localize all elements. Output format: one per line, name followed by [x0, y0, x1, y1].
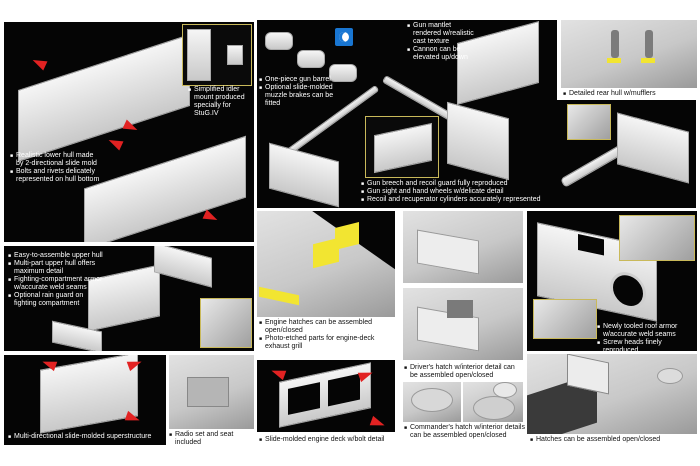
- red-direction-arrow-icon: [106, 135, 124, 151]
- commanders-hatch-caption: Commander's hatch w/interior details can…: [404, 424, 528, 440]
- superstructure-caption: Multi-directional slide-molded superstru…: [8, 433, 166, 441]
- gun-breech-features: Gun breech and recoil guard fully reprod…: [361, 180, 557, 204]
- lower-hull-features: Realistic lower hull made by 2-direction…: [10, 152, 102, 184]
- hull-bottom-model: [84, 135, 246, 242]
- red-direction-arrow-icon: [369, 415, 387, 431]
- gun-mantlet-features: Gun mantlet rendered w/realistic cast te…: [407, 22, 481, 62]
- radio-panel: [169, 355, 254, 429]
- commanders-hatch-open-panel: [463, 382, 523, 422]
- radio-caption: Radio set and seat included: [169, 431, 254, 447]
- muzzle-brake-model: [297, 50, 325, 68]
- upper-hull-panel: Easy-to-assemble upper hull Multi-part u…: [4, 246, 254, 351]
- slide-mold-logo-icon: [335, 28, 353, 46]
- drivers-hatch-closed-panel: [403, 211, 523, 283]
- drivers-hatch-open-panel: [403, 288, 523, 360]
- engine-deck-caption: Slide-molded engine deck w/bolt detail: [259, 436, 399, 444]
- roof-armor-panel: Newly tooled roof armor w/accurate weld …: [527, 211, 697, 351]
- engine-features: Engine hatches can be assembled open/clo…: [259, 319, 395, 351]
- red-direction-arrow-icon: [124, 410, 142, 426]
- hatches-panel: [527, 354, 697, 434]
- gun-detail-panel: [557, 100, 696, 208]
- red-direction-arrow-icon: [202, 209, 220, 225]
- upper-hull-frame-model: [154, 246, 212, 288]
- rear-hull-panel: [561, 20, 697, 88]
- gun-barrel-features: One-piece gun barrel Optional slide-mold…: [259, 76, 337, 108]
- muffler-model: [611, 30, 619, 58]
- drivers-hatch-caption: Driver's hatch w/interior detail can be …: [404, 364, 524, 380]
- roof-armor-features: Newly tooled roof armor w/accurate weld …: [597, 323, 697, 351]
- red-direction-arrow-icon: [30, 55, 48, 71]
- engine-deck-panel: [257, 360, 395, 432]
- muffler-model: [645, 30, 653, 58]
- rear-hull-caption: Detailed rear hull w/mufflers: [563, 90, 697, 98]
- gun-mount-model: [617, 112, 689, 184]
- gun-breech-inset: [365, 116, 439, 178]
- hatches-caption: Hatches can be assembled open/closed: [530, 436, 698, 444]
- commanders-hatch-closed-panel: [403, 382, 461, 422]
- engine-panel: [257, 211, 395, 317]
- gun-panel: One-piece gun barrel Optional slide-mold…: [257, 20, 557, 208]
- gun-base-model: [269, 142, 339, 208]
- gun-mount-model: [447, 101, 509, 181]
- cast-texture-inset: [567, 104, 611, 140]
- superstructure-panel: Multi-directional slide-molded superstru…: [4, 355, 166, 445]
- muzzle-brake-model: [265, 32, 293, 50]
- idler-mount-inset: [182, 24, 252, 86]
- lower-hull-model: [18, 34, 190, 162]
- red-direction-arrow-icon: [269, 365, 287, 381]
- lower-hull-panel: Simplified idler mount produced speciall…: [4, 22, 254, 242]
- screw-head-inset: [533, 299, 597, 339]
- upper-hull-features: Easy-to-assemble upper hull Multi-part u…: [8, 252, 104, 308]
- weld-seam-inset: [619, 215, 695, 261]
- idler-mount-caption: Simplified idler mount produced speciall…: [188, 86, 254, 118]
- radio-set-model: [187, 377, 229, 407]
- weld-seam-inset: [200, 298, 252, 348]
